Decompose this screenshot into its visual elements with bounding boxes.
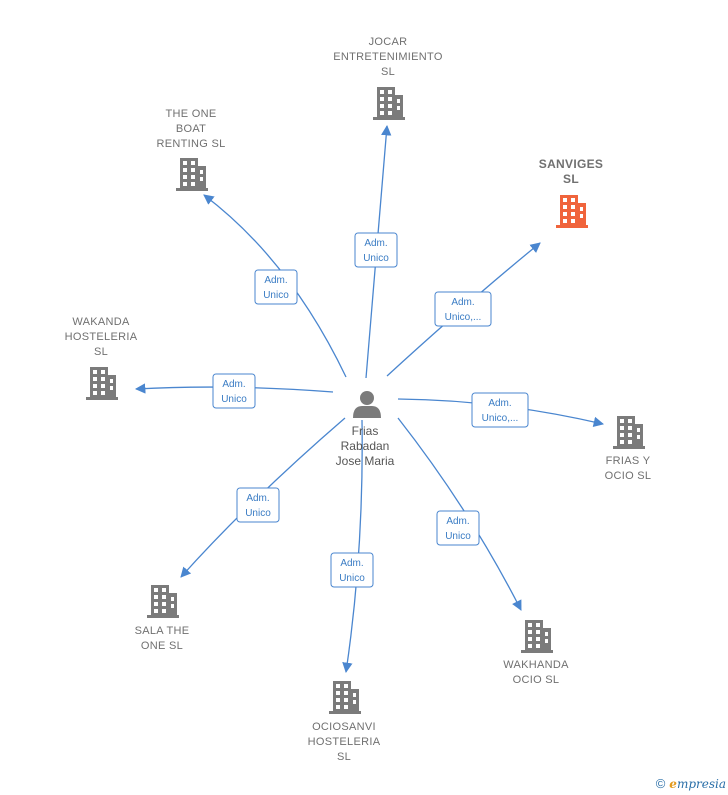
company-name-line: HOSTELERIA xyxy=(65,331,138,343)
company-name-line: WAKHANDA xyxy=(503,659,569,671)
relation-label-sala-the-one: Adm. Unico xyxy=(236,487,280,523)
copyright-icon: © xyxy=(655,776,666,791)
company-name-line: OCIOSANVI xyxy=(312,721,376,733)
brand-watermark: ©empresia xyxy=(656,776,726,791)
relation-text: Unico xyxy=(263,290,289,301)
relation-text: Adm. xyxy=(451,297,474,308)
relation-label-sanviges: Adm. Unico,... xyxy=(434,291,492,327)
relation-text: Adm. xyxy=(446,516,469,527)
company-name-line: THE ONE xyxy=(166,108,217,120)
edge-ociosanvi xyxy=(342,419,363,674)
relation-text: Adm. xyxy=(488,398,511,409)
relation-text: Unico xyxy=(445,531,471,542)
building-icon xyxy=(176,158,208,191)
building-icon xyxy=(86,367,118,400)
relation-label-the-one-boat: Adm. Unico xyxy=(254,269,298,305)
company-name-line: BOAT xyxy=(176,123,206,135)
building-icon xyxy=(147,585,179,618)
relation-text: Unico,... xyxy=(445,312,482,323)
relation-text: Adm. xyxy=(364,238,387,249)
company-name-line: RENTING SL xyxy=(156,138,225,150)
company-name-line: WAKANDA xyxy=(72,316,130,328)
company-name-line: FRIAS Y xyxy=(606,455,651,467)
company-node-wakhanda-ocio[interactable]: WAKHANDA OCIO SL xyxy=(503,620,569,686)
person-name-line: Rabadan xyxy=(341,439,390,453)
relation-label-jocar: Adm. Unico xyxy=(354,232,398,268)
relation-label-frias-y-ocio: Adm. Unico,... xyxy=(471,392,529,428)
company-node-the-one-boat[interactable]: THE ONE BOAT RENTING SL xyxy=(156,108,225,191)
company-name-line: HOSTELERIA xyxy=(308,736,381,748)
brand-name: mpresia xyxy=(676,777,726,791)
relation-label-wakhanda-ocio: Adm. Unico xyxy=(436,510,480,546)
company-name-line: SL xyxy=(381,66,395,78)
building-icon xyxy=(329,681,361,714)
relation-text: Adm. xyxy=(246,493,269,504)
relation-text: Unico,... xyxy=(482,413,519,424)
person-icon xyxy=(353,391,381,418)
company-name-line: OCIO SL xyxy=(513,674,560,686)
relation-text: Adm. xyxy=(264,275,287,286)
company-node-sala-the-one[interactable]: SALA THE ONE SL xyxy=(135,585,190,652)
company-node-ociosanvi[interactable]: OCIOSANVI HOSTELERIA SL xyxy=(308,681,381,763)
person-name-line: Frias xyxy=(352,424,379,438)
building-icon xyxy=(373,87,405,120)
person-name-line: Jose Maria xyxy=(336,454,395,468)
relation-label-ociosanvi: Adm. Unico xyxy=(330,552,374,588)
company-name-line: SL xyxy=(94,346,108,358)
company-name-line: SALA THE xyxy=(135,625,190,637)
relation-text: Unico xyxy=(339,573,365,584)
company-name-line: ENTRETENIMIENTO xyxy=(333,51,443,63)
relation-text: Adm. xyxy=(222,379,245,390)
relation-text: Adm. xyxy=(340,558,363,569)
relation-label-wakanda: Adm. Unico xyxy=(212,373,256,409)
company-name-line: ONE SL xyxy=(141,640,183,652)
brand-initial: e xyxy=(669,777,677,791)
building-icon xyxy=(613,416,645,449)
company-name-line: SL xyxy=(337,751,351,763)
relation-text: Unico xyxy=(363,253,389,264)
company-name-line: SL xyxy=(563,172,579,186)
building-icon xyxy=(556,195,588,228)
company-node-frias-y-ocio[interactable]: FRIAS Y OCIO SL xyxy=(605,416,652,482)
company-node-wakanda[interactable]: WAKANDA HOSTELERIA SL xyxy=(65,316,138,400)
company-node-jocar[interactable]: JOCAR ENTRETENIMIENTO SL xyxy=(333,36,443,120)
company-name-line: SANVIGES xyxy=(539,157,603,171)
company-name-line: OCIO SL xyxy=(605,470,652,482)
relation-text: Unico xyxy=(245,508,271,519)
company-name-line: JOCAR xyxy=(369,36,408,48)
relation-text: Unico xyxy=(221,394,247,405)
building-icon xyxy=(521,620,553,653)
